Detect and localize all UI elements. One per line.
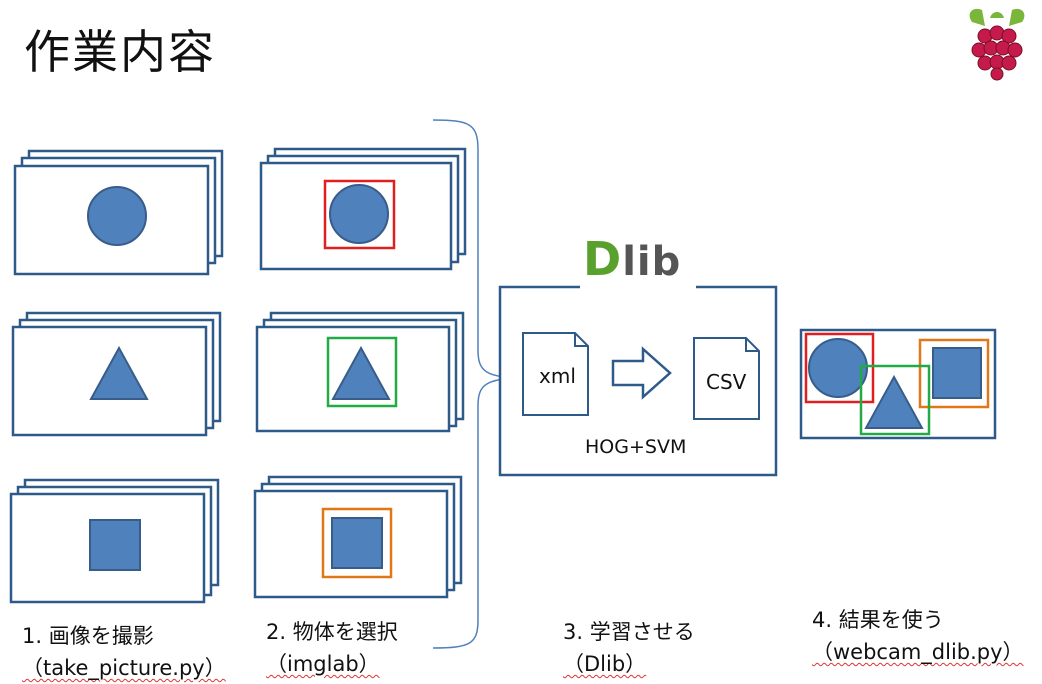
step-1-caption: 1. 画像を撮影 （take_picture.py）: [22, 620, 226, 684]
green-bounding-box: [326, 336, 398, 408]
orange-bounding-box: [321, 507, 393, 579]
method-label: HOG+SVM: [585, 436, 687, 458]
red-bounding-box: [323, 179, 396, 250]
square-shape: [331, 517, 383, 569]
raspberry-pi-icon: [969, 8, 1025, 81]
dlib-logo: Dlib: [583, 232, 682, 286]
triangle-shape: [331, 345, 391, 400]
green-bounding-box: [859, 364, 931, 436]
step-4-caption: 4. 結果を使う （webcam_dlib.py）: [812, 604, 1024, 668]
step-3-label: 3. 学習させる: [563, 620, 695, 644]
circle-shape: [87, 186, 147, 246]
step-2-label: 2. 物体を選択: [266, 620, 398, 644]
step-4-script: （webcam_dlib.py）: [812, 640, 1024, 664]
xml-file-label: xml: [539, 364, 576, 388]
circle-shape: [808, 338, 868, 398]
step-3-caption: 3. 学習させる （Dlib）: [563, 616, 695, 680]
image-stack-square: [9, 478, 220, 604]
red-bounding-box: [804, 332, 875, 404]
triangle-shape: [864, 374, 924, 429]
orange-bounding-box: [918, 338, 990, 409]
triangle-shape: [89, 345, 149, 400]
csv-file-label: CSV: [706, 370, 747, 394]
square-shape: [932, 347, 982, 399]
step-4-label: 4. 結果を使う: [812, 608, 944, 632]
square-shape: [89, 519, 141, 571]
step-1-script: （take_picture.py）: [22, 656, 226, 680]
arrow-right-icon: [611, 346, 672, 400]
xml-file-icon: [522, 332, 589, 416]
page-title: 作業内容: [24, 25, 216, 79]
step-2-caption: 2. 物体を選択 （imglab）: [266, 616, 398, 680]
csv-file-icon: [693, 337, 760, 420]
step-3-tool: （Dlib）: [563, 652, 647, 676]
circle-shape: [329, 184, 389, 244]
step-2-tool: （imglab）: [266, 652, 380, 676]
step-1-label: 1. 画像を撮影: [22, 624, 154, 648]
